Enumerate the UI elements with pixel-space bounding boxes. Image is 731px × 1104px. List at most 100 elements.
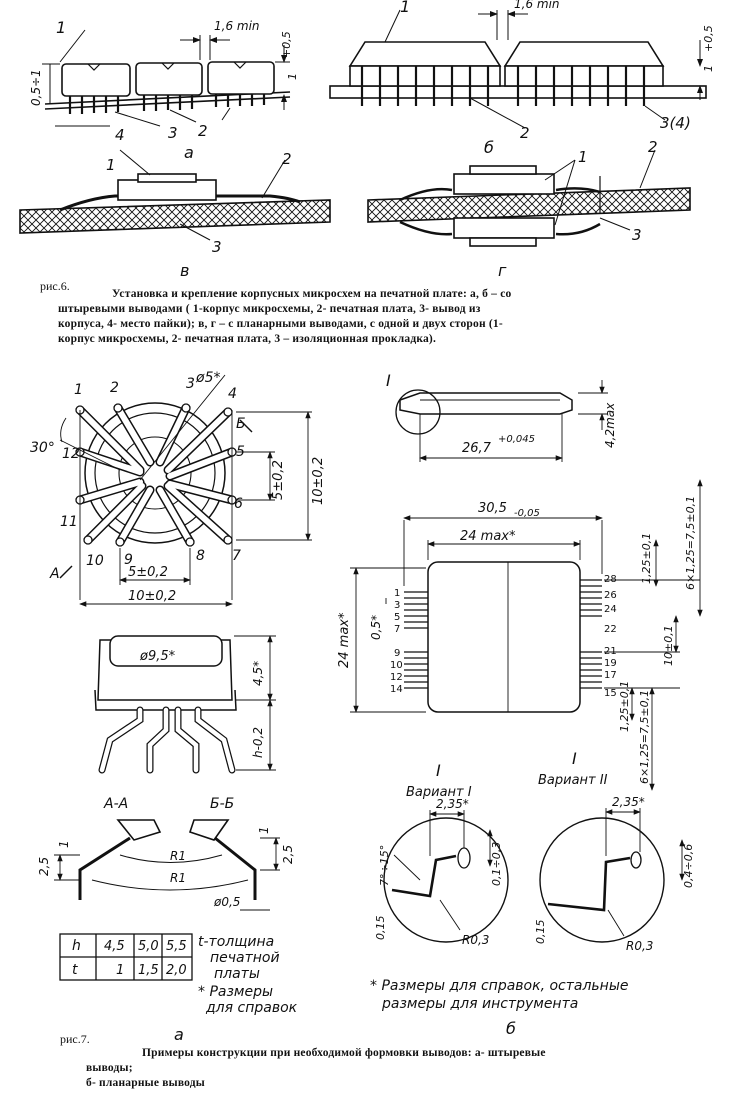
table-note-2-line1: * Размеры — [198, 984, 273, 1000]
table-note-1-line3: платы — [214, 966, 260, 982]
table-cell-h-3: 5,5 — [166, 939, 187, 954]
flat-pin-left-1: 1 — [394, 588, 400, 599]
variant1-title: Вариант I — [406, 785, 472, 800]
dim-25-right: 2,5 — [281, 845, 295, 864]
pin-2: 2 — [110, 380, 119, 396]
dim-one-left: 1 — [57, 840, 71, 848]
flat-pin-right-21: 21 — [604, 646, 617, 657]
variant2-mark: I — [572, 749, 577, 768]
pin-6: 6 — [234, 496, 243, 512]
table-cell-t-2: 1,5 — [138, 963, 159, 978]
sub-6a: а — [184, 143, 194, 162]
pin-3: 3 — [186, 376, 195, 392]
dim-6b-gap: 1,6 min — [514, 0, 560, 11]
dim-flat-6x-top: 6×1,25=7,5±0,1 — [684, 496, 697, 590]
dim-6b-tol: +0,5 — [702, 25, 715, 52]
dim-flat-width: 30,5 — [478, 501, 507, 516]
dim-flat-10: 10±0,1 — [662, 625, 675, 666]
variant2-title: Вариант II — [538, 773, 608, 788]
dim-6a-height: 0,5÷1 — [29, 69, 43, 106]
dim-v1-r03: R0,3 — [462, 933, 489, 947]
fig6-caption-line1: Установка и крепление корпусных микросхе… — [112, 288, 512, 300]
variant1-mark: I — [436, 761, 441, 780]
fig7-label: рис.7. — [60, 1032, 90, 1046]
pin-10: 10 — [86, 553, 104, 569]
callout-6g-3: 3 — [632, 226, 642, 244]
table-note-1-line1: t-толщина — [198, 934, 274, 950]
dim-flat-pitch: 0,5* — [369, 615, 383, 640]
callout-6v-1: 1 — [106, 156, 116, 174]
callout-6a-3: 3 — [168, 124, 178, 142]
dim-flat-width-tol: -0,05 — [514, 508, 540, 519]
dim-flat-24-w: 24 max* — [460, 529, 516, 544]
fig6-caption-line3: корпуса, 4- место пайки); в, г – с плана… — [58, 318, 503, 330]
flat-pin-left-10: 10 — [390, 660, 403, 671]
dim-flat-len-tol: +0,045 — [498, 434, 535, 445]
callout-6g-2: 2 — [648, 138, 658, 156]
table-note-2-line2: для справок — [205, 1000, 298, 1016]
callout-6g-1: 1 — [578, 148, 588, 166]
sub-7b: б — [506, 1019, 516, 1038]
fig7-caption-line2: выводы; — [86, 1062, 133, 1074]
pin-8: 8 — [196, 548, 205, 564]
flat-pin-right-19: 19 — [604, 658, 617, 669]
dim-25-left: 2,5 — [37, 857, 51, 876]
figure-7-variants — [383, 808, 685, 943]
dim-side-h2: h-0,2 — [251, 727, 265, 758]
pin-5: 5 — [236, 444, 245, 460]
table-note-1-line2: печатной — [210, 950, 280, 966]
dim-v2-04: 0,4÷0,6 — [682, 844, 695, 888]
callout-6a-2: 2 — [198, 122, 208, 140]
fig6-caption-line4: корпус микросхемы, 2- печатная плата, 3 … — [58, 333, 437, 345]
dim-v1-015: 0,15 — [374, 916, 387, 941]
fig6-label: рис.6. — [40, 279, 70, 293]
dim-10-vertical: 10±0,2 — [311, 457, 326, 505]
figure-6v — [19, 149, 331, 241]
callout-6a-1: 1 — [56, 18, 66, 37]
section-a-mark: А — [49, 566, 60, 582]
pin-9: 9 — [124, 552, 133, 568]
dim-v1-235: 2,35* — [436, 797, 469, 811]
dim-angle: 30° — [30, 440, 55, 456]
figure-6b — [329, 9, 707, 129]
dim-v2-015: 0,15 — [534, 920, 547, 945]
fig7-caption-line3: б- планарные выводы — [86, 1077, 205, 1089]
flat-pin-right-26: 26 — [604, 590, 617, 601]
section-bb-label: Б-Б — [210, 796, 234, 812]
dim-flat-hmax: 4,2max — [603, 402, 617, 448]
flat-pin-left-14: 14 — [390, 684, 403, 695]
figure-7-top-view — [59, 374, 312, 607]
table-cell-t-3: 2,0 — [166, 963, 187, 978]
dim-r1-bottom: R1 — [170, 871, 186, 885]
figure-7-sections — [54, 819, 280, 911]
flat-pin-right-17: 17 — [604, 670, 617, 681]
note-line-1: * Размеры для справок, остальные — [370, 978, 629, 994]
dim-one-right: 1 — [257, 826, 271, 834]
dim-side-h1: 4,5* — [251, 661, 265, 686]
callout-6v-3: 3 — [212, 238, 222, 256]
pin-11: 11 — [60, 514, 78, 530]
callout-6v-2: 2 — [282, 150, 292, 168]
dim-v1-01: 0,1÷0,3 — [490, 842, 503, 886]
flat-pin-right-24: 24 — [604, 604, 617, 615]
dim-v2-r03: R0,3 — [626, 939, 653, 953]
dim-6a-tol: +0,5 — [280, 31, 293, 58]
pin-1: 1 — [74, 382, 83, 398]
dim-6a-one: 1 — [286, 73, 299, 80]
dim-r1-top: R1 — [170, 849, 186, 863]
note-line-2: размеры для инструмента — [381, 996, 578, 1012]
sub-7a: а — [174, 1025, 184, 1044]
dim-v2-235: 2,35* — [612, 795, 645, 809]
callout-6b-2: 2 — [520, 124, 530, 142]
detail-mark-top: I — [386, 371, 391, 390]
dim-v1-angle: 7°÷15° — [378, 845, 391, 886]
table-row-t-label: t — [72, 962, 78, 978]
dim-10-horizontal: 10±0,2 — [128, 589, 176, 604]
pin-7: 7 — [232, 548, 241, 564]
table-cell-t-1: 1 — [116, 963, 124, 978]
section-b-mark: Б — [236, 416, 246, 432]
pin-4: 4 — [228, 386, 237, 402]
dim-hole: ø5* — [195, 370, 220, 386]
flat-pin-left-12: 12 — [390, 672, 403, 683]
